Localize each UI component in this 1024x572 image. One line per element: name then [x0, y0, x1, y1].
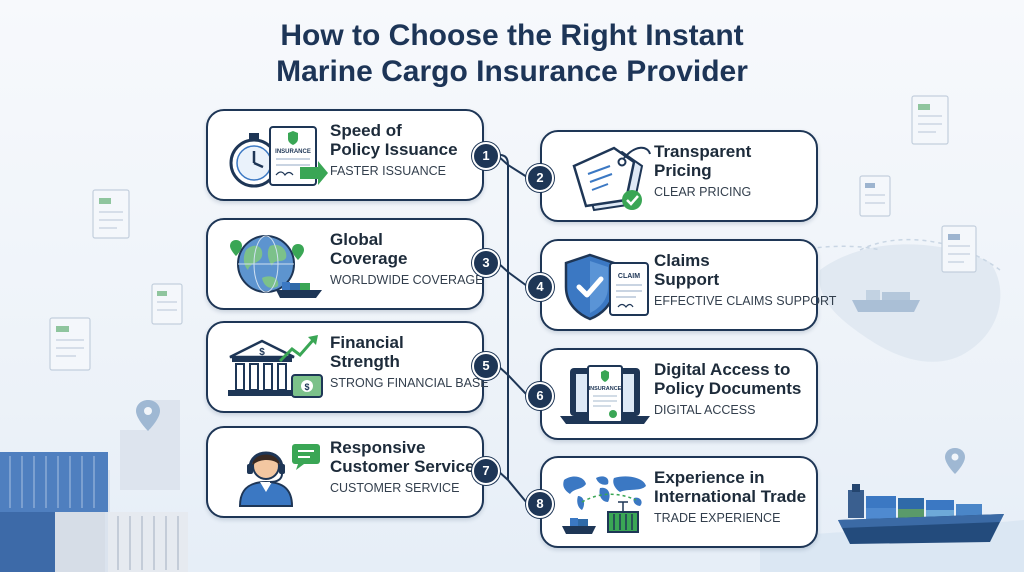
factor-subtitle: STRONG FINANCIAL BASE — [330, 376, 489, 390]
factor-subtitle: CLEAR PRICING — [654, 185, 752, 199]
factor-title: Experience in International Trade — [654, 468, 807, 506]
factor-title: Global Coverage — [330, 230, 408, 268]
factor-title: Digital Access to Policy Documents — [654, 360, 802, 398]
factor-card-digital: INSURANCE Digital Access to Policy Docum… — [540, 348, 818, 440]
title-line-1: How to Choose the Right Instant — [280, 19, 744, 52]
step-badge-8: 8 — [526, 490, 554, 518]
factor-card-pricing: Transparent Pricing CLEAR PRICING — [540, 130, 818, 222]
factor-subtitle: WORLDWIDE COVERAGE — [330, 273, 484, 287]
globe-icon — [230, 235, 322, 298]
step-badge-2: 2 — [526, 164, 554, 192]
insurance-doc-label: INSURANCE — [589, 386, 622, 392]
factor-subtitle: DIGITAL ACCESS — [654, 403, 756, 417]
claim-doc-label: CLAIM — [618, 273, 640, 280]
factor-title: Responsive Customer Service — [330, 438, 475, 476]
svg-text:$: $ — [304, 382, 309, 392]
step-badge-5: 5 — [472, 352, 500, 380]
world-map-ship-icon — [562, 476, 646, 534]
headset-agent-icon — [238, 444, 320, 507]
laptop-icon: INSURANCE — [560, 365, 650, 424]
price-tag-icon — [572, 146, 651, 212]
title-line-2: Marine Cargo Insurance Provider — [276, 55, 748, 88]
step-badge-7: 7 — [472, 457, 500, 485]
factor-subtitle: FASTER ISSUANCE — [330, 164, 446, 178]
step-badge-6: 6 — [526, 382, 554, 410]
page-title: How to Choose the Right Instant Marine C… — [0, 18, 1024, 90]
insurance-doc-label: INSURANCE — [275, 149, 311, 155]
factor-card-financial: $ $ Financial Strength STRONG FINANCIAL … — [206, 321, 489, 413]
factor-title: Claims Support — [654, 251, 720, 289]
step-badge-1: 1 — [472, 142, 500, 170]
factor-subtitle: TRADE EXPERIENCE — [654, 511, 781, 525]
factor-card-trade-experience: Experience in International Trade TRADE … — [540, 456, 818, 548]
factor-title: Speed of Policy Issuance — [330, 121, 458, 159]
factor-card-claims: CLAIM Claims Support EFFECTIVE CLAIMS SU… — [540, 239, 837, 331]
factor-subtitle: EFFECTIVE CLAIMS SUPPORT — [654, 294, 837, 308]
factor-subtitle: CUSTOMER SERVICE — [330, 481, 460, 495]
shield-icon: CLAIM — [564, 253, 649, 321]
bank-icon: $ $ — [228, 335, 323, 398]
step-badge-4: 4 — [526, 273, 554, 301]
factor-title: Transparent Pricing — [654, 142, 752, 180]
factor-card-coverage: Global Coverage WORLDWIDE COVERAGE — [206, 218, 484, 310]
factor-card-speed: INSURANCE Speed of Policy Issuance FASTE… — [206, 109, 484, 201]
svg-text:$: $ — [259, 347, 265, 358]
step-badge-3: 3 — [472, 249, 500, 277]
factor-card-customer-service: Responsive Customer Service CUSTOMER SER… — [206, 426, 484, 518]
stopwatch-icon: INSURANCE — [229, 126, 328, 188]
factor-title: Financial Strength — [330, 333, 404, 371]
